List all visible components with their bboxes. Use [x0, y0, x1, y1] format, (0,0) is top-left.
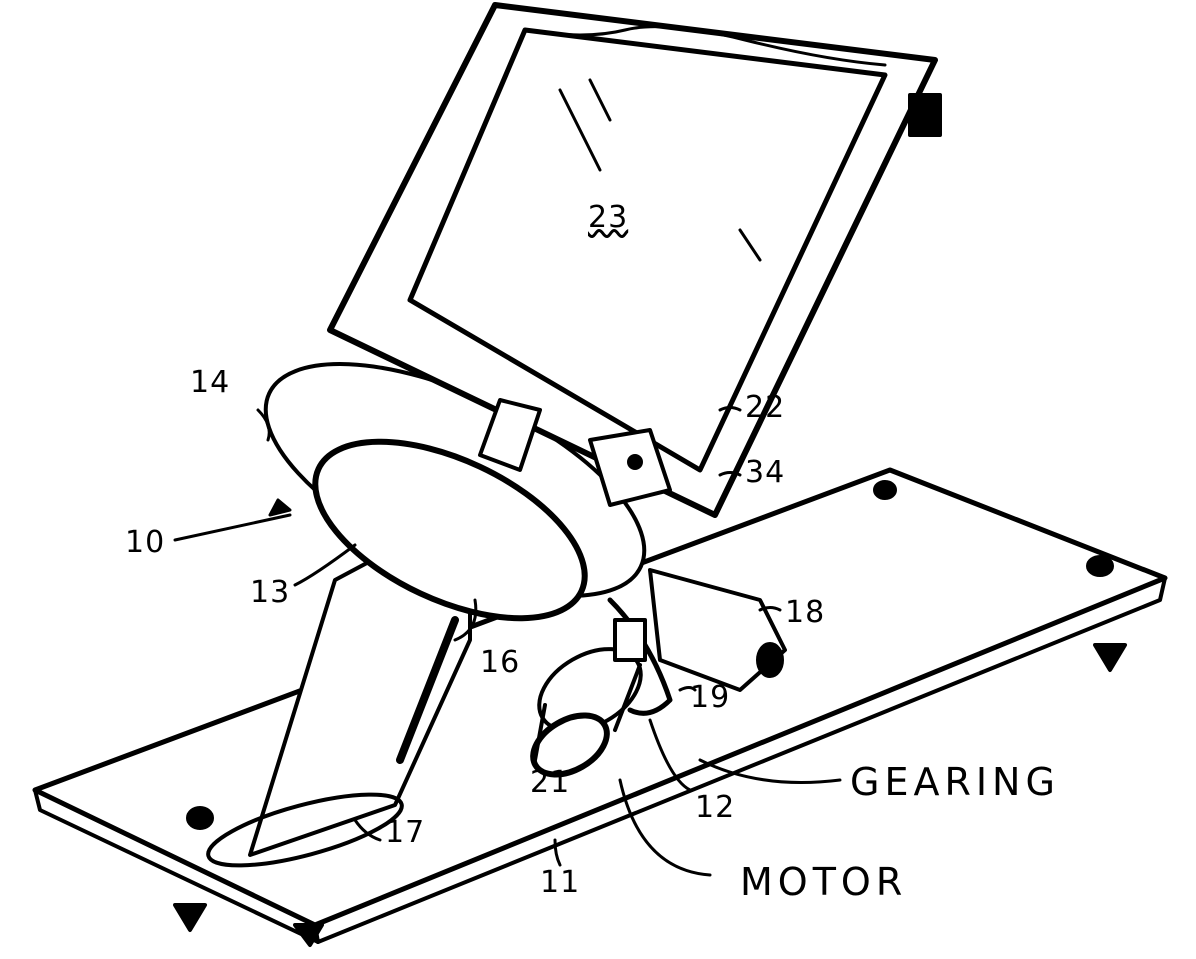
label-23: 23	[588, 200, 628, 235]
label-11: 11	[540, 865, 580, 900]
label-10: 10	[125, 525, 165, 560]
label-13: 13	[250, 575, 290, 610]
label-19: 19	[690, 680, 730, 715]
label-22: 22	[745, 390, 785, 425]
label-12: 12	[695, 790, 735, 825]
label-16: 16	[480, 645, 520, 680]
label-17: 17	[385, 815, 425, 850]
label-motor: MOTOR	[740, 860, 907, 904]
label-34: 34	[745, 455, 785, 490]
label-gearing: GEARING	[850, 760, 1060, 804]
label-18: 18	[785, 595, 825, 630]
label-14: 14	[190, 365, 230, 400]
label-21: 21	[530, 765, 570, 800]
